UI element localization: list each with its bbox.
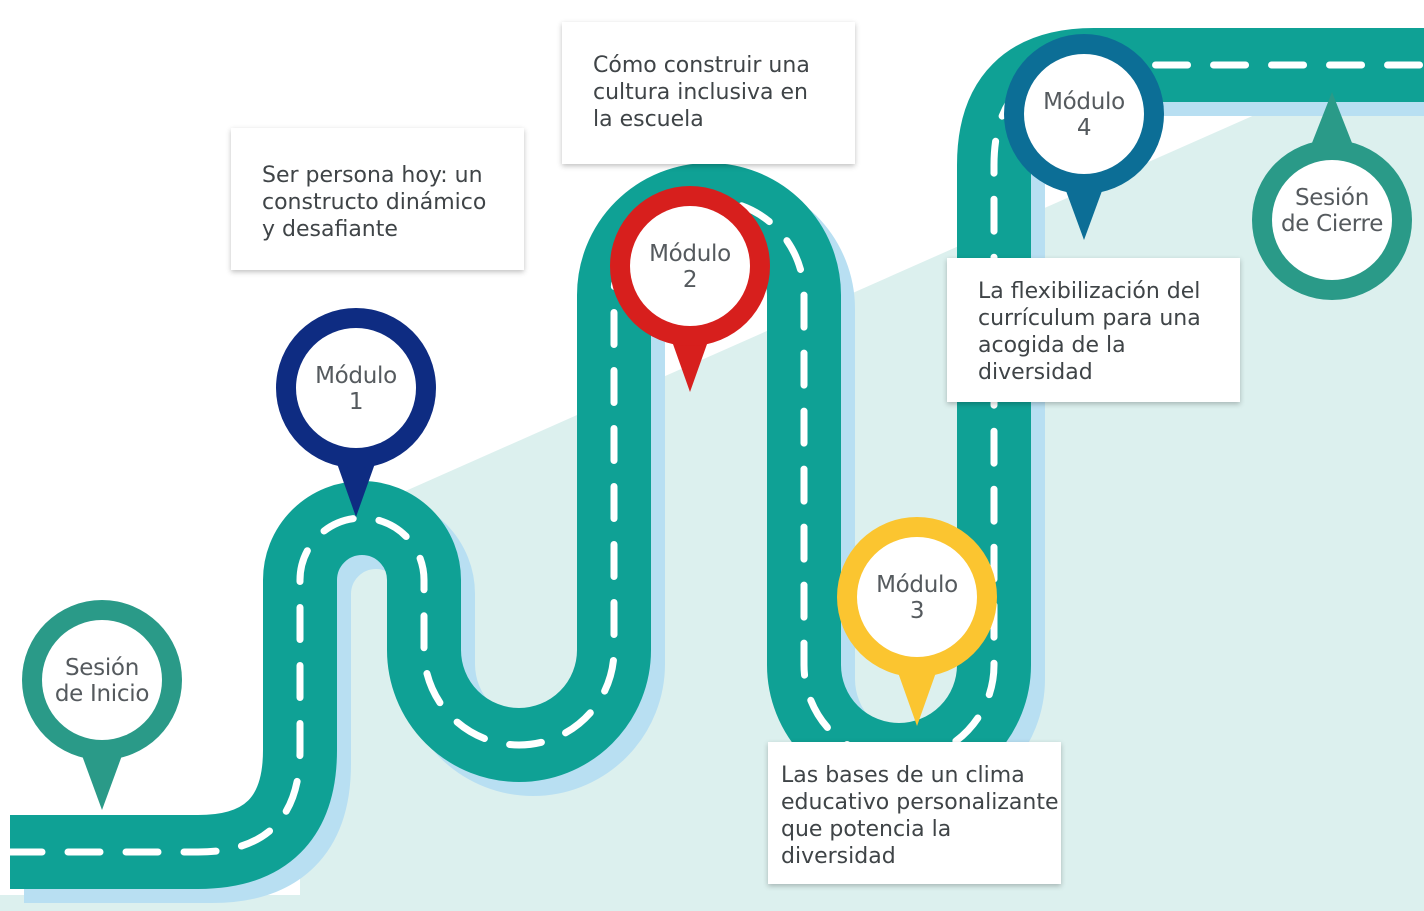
pin-modulo-4 bbox=[1004, 34, 1164, 240]
pin-label-line1: Módulo bbox=[876, 572, 958, 598]
pin-label-modulo-2: Módulo 2 bbox=[626, 241, 754, 293]
pin-label-line2: de Cierre bbox=[1280, 211, 1384, 237]
pin-label-line2: 4 bbox=[1076, 115, 1092, 141]
pin-label-line1: Módulo bbox=[649, 241, 731, 267]
note-card-modulo-3: Las bases de un clima educativo personal… bbox=[768, 742, 1061, 884]
pin-label-sesion-inicio: Sesión de Inicio bbox=[38, 655, 166, 707]
note-text: Las bases de un clima educativo personal… bbox=[781, 763, 1059, 869]
pin-label-line2: 2 bbox=[682, 267, 698, 293]
pin-sesion-cierre bbox=[1252, 92, 1412, 300]
note-text: Cómo construir una cultura inclusiva en … bbox=[593, 53, 810, 132]
pin-label-line2: 3 bbox=[909, 598, 925, 624]
pin-label-line2: 1 bbox=[348, 389, 364, 415]
pin-label-sesion-cierre: Sesión de Cierre bbox=[1268, 185, 1396, 237]
note-text: Ser persona hoy: un constructo dinámico … bbox=[262, 163, 487, 242]
pin-sesion-inicio bbox=[22, 600, 182, 810]
pin-label-line1: Módulo bbox=[1043, 89, 1125, 115]
pin-label-modulo-1: Módulo 1 bbox=[292, 363, 420, 415]
pin-modulo-3 bbox=[837, 517, 997, 726]
pin-label-line1: Sesión bbox=[65, 655, 139, 681]
pin-modulo-1 bbox=[276, 308, 436, 517]
pin-label-line1: Sesión bbox=[1295, 185, 1369, 211]
note-text: La flexibilización del currículum para u… bbox=[978, 279, 1201, 385]
pin-label-modulo-3: Módulo 3 bbox=[853, 572, 981, 624]
pin-label-modulo-4: Módulo 4 bbox=[1020, 89, 1148, 141]
pin-modulo-2 bbox=[610, 186, 770, 392]
ground-bottom-strip bbox=[0, 895, 1424, 911]
note-card-modulo-2: Cómo construir una cultura inclusiva en … bbox=[562, 22, 855, 164]
pin-label-line2: de Inicio bbox=[54, 681, 150, 707]
note-card-modulo-1: Ser persona hoy: un constructo dinámico … bbox=[231, 128, 524, 270]
pin-label-line1: Módulo bbox=[315, 363, 397, 389]
ground-area-main bbox=[0, 40, 1424, 911]
note-card-modulo-4: La flexibilización del currículum para u… bbox=[947, 258, 1240, 402]
